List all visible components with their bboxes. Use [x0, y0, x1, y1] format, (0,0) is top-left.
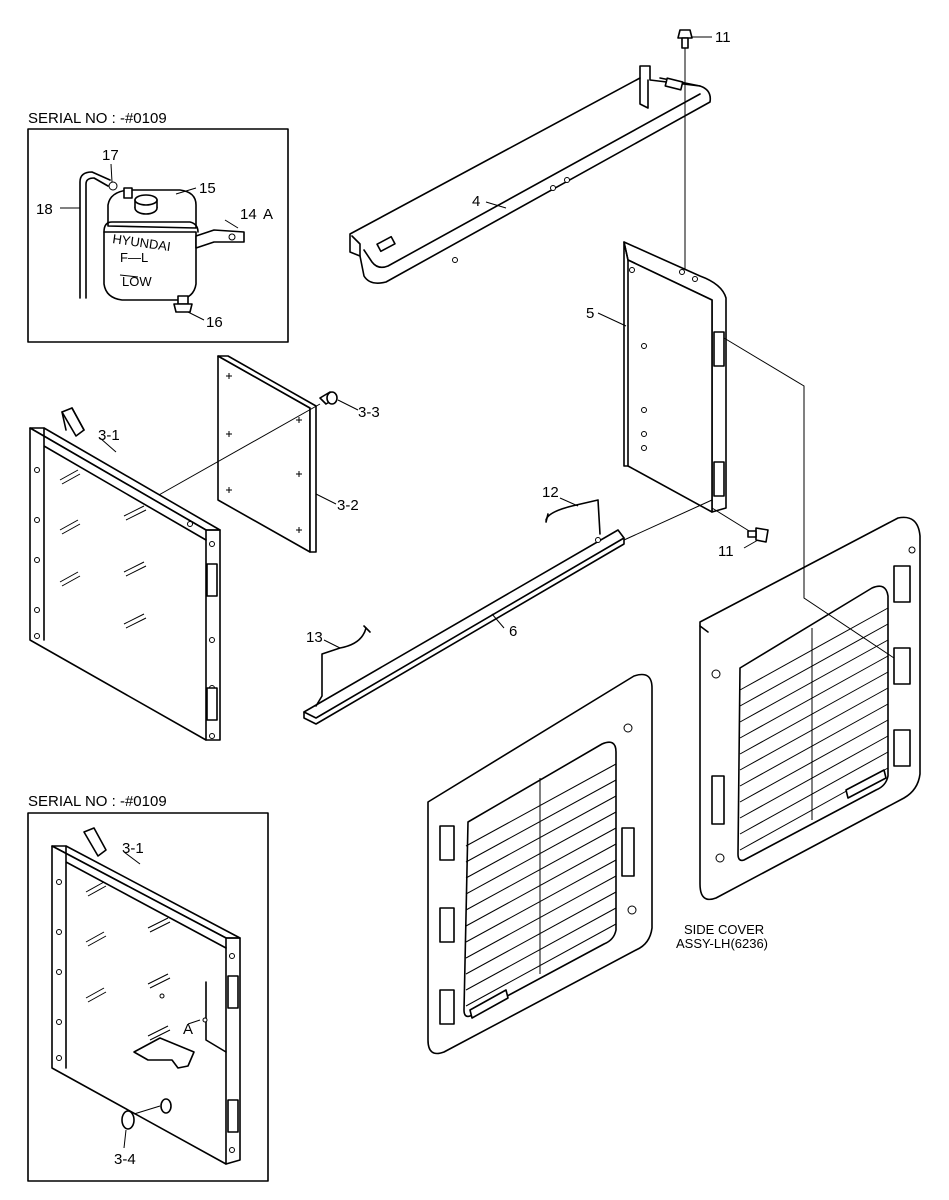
reserve-tank: HYUNDAI F—L LOW 18 17 15 14 A 16	[36, 147, 273, 331]
callout-11-top: 11	[715, 29, 731, 46]
bolt-11-top: 11	[677, 29, 731, 270]
callout-18: 18	[36, 201, 53, 218]
callout-11-lower: 11	[718, 543, 734, 560]
callout-5: 5	[586, 305, 594, 322]
frame-3-1-lower-cores	[85, 881, 171, 1041]
serial-label-bottom: SERIAL NO : -#0109	[28, 793, 167, 810]
hose-13: 13	[306, 625, 371, 707]
callout-16: 16	[206, 314, 223, 331]
panel-3-2: 3-2	[217, 355, 359, 553]
side-cover-left	[427, 673, 653, 1055]
callout-a-bottom: A	[183, 1021, 193, 1038]
serial-label-top: SERIAL NO : -#0109	[28, 110, 167, 127]
bolt-3-3: 3-3	[149, 391, 380, 501]
callout-3-1-upper: 3-1	[98, 427, 120, 444]
callout-15: 15	[199, 180, 216, 197]
inset-box-bottom: SERIAL NO : -#0109	[27, 793, 269, 1182]
callout-13: 13	[306, 629, 323, 646]
callout-3-2: 3-2	[337, 497, 359, 514]
frame-3-1-lower: 3-4 A 3-1	[51, 827, 241, 1168]
side-cover-right: SIDE COVER ASSY-LH(6236)	[676, 337, 921, 951]
tank-low-text: LOW	[122, 274, 152, 289]
bar-6: 6	[303, 499, 713, 725]
callout-4: 4	[472, 193, 480, 210]
callout-a-top: A	[263, 206, 273, 223]
bracket-4: 4	[349, 65, 712, 284]
callout-14: 14	[240, 206, 257, 223]
callout-3-4: 3-4	[114, 1151, 136, 1168]
inset-box-top: SERIAL NO : -#0109	[27, 110, 289, 343]
side-cover-left-louvers	[465, 763, 617, 1007]
frame-3-1-cores	[59, 469, 147, 629]
bracket-5: 5	[586, 241, 727, 513]
side-cover-label-line2: ASSY-LH(6236)	[676, 936, 768, 951]
callout-12: 12	[542, 484, 559, 501]
callout-17: 17	[102, 147, 119, 164]
tank-full-text: F—L	[120, 250, 148, 265]
side-cover-label-line1: SIDE COVER	[684, 922, 764, 937]
callout-6: 6	[509, 623, 517, 640]
bolt-11-lower: 11	[711, 507, 769, 560]
hose-12: 12	[542, 484, 601, 535]
callout-3-3: 3-3	[358, 404, 380, 421]
frame-3-1-upper: 3-1	[29, 407, 221, 741]
callout-3-1-lower: 3-1	[122, 840, 144, 857]
